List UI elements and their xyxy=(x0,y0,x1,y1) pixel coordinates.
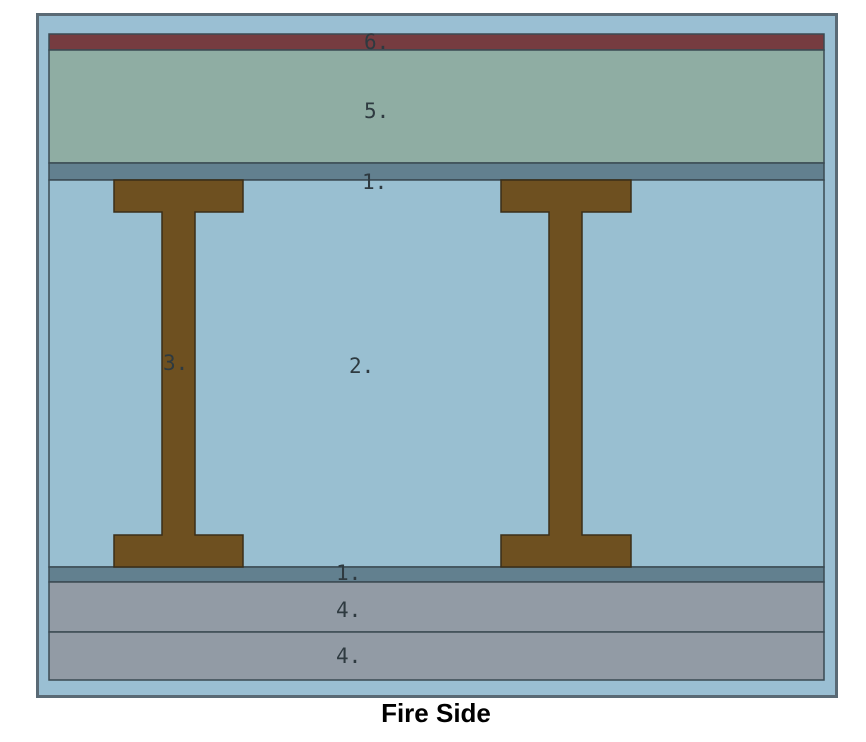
layer-1-bottom xyxy=(48,566,825,583)
layer-4-a xyxy=(48,581,825,633)
layer-1-top xyxy=(48,162,825,181)
layer-1-bottom-label: 1. xyxy=(336,561,361,585)
layer-1-top-label: 1. xyxy=(362,170,387,194)
layer-4a-label: 4. xyxy=(336,598,361,622)
beam-label: 3. xyxy=(163,351,188,375)
fire-side-caption: Fire Side xyxy=(381,698,491,728)
layer-5-label: 5. xyxy=(364,99,389,123)
layer-6 xyxy=(48,33,825,51)
layer-5 xyxy=(48,49,825,164)
layer-2-label: 2. xyxy=(349,354,374,378)
layer-6-label: 6. xyxy=(364,30,389,54)
layer-4-b xyxy=(48,631,825,681)
layer-4b-label: 4. xyxy=(336,644,361,668)
i-beam-right xyxy=(500,179,632,568)
i-beam-left xyxy=(113,179,244,568)
